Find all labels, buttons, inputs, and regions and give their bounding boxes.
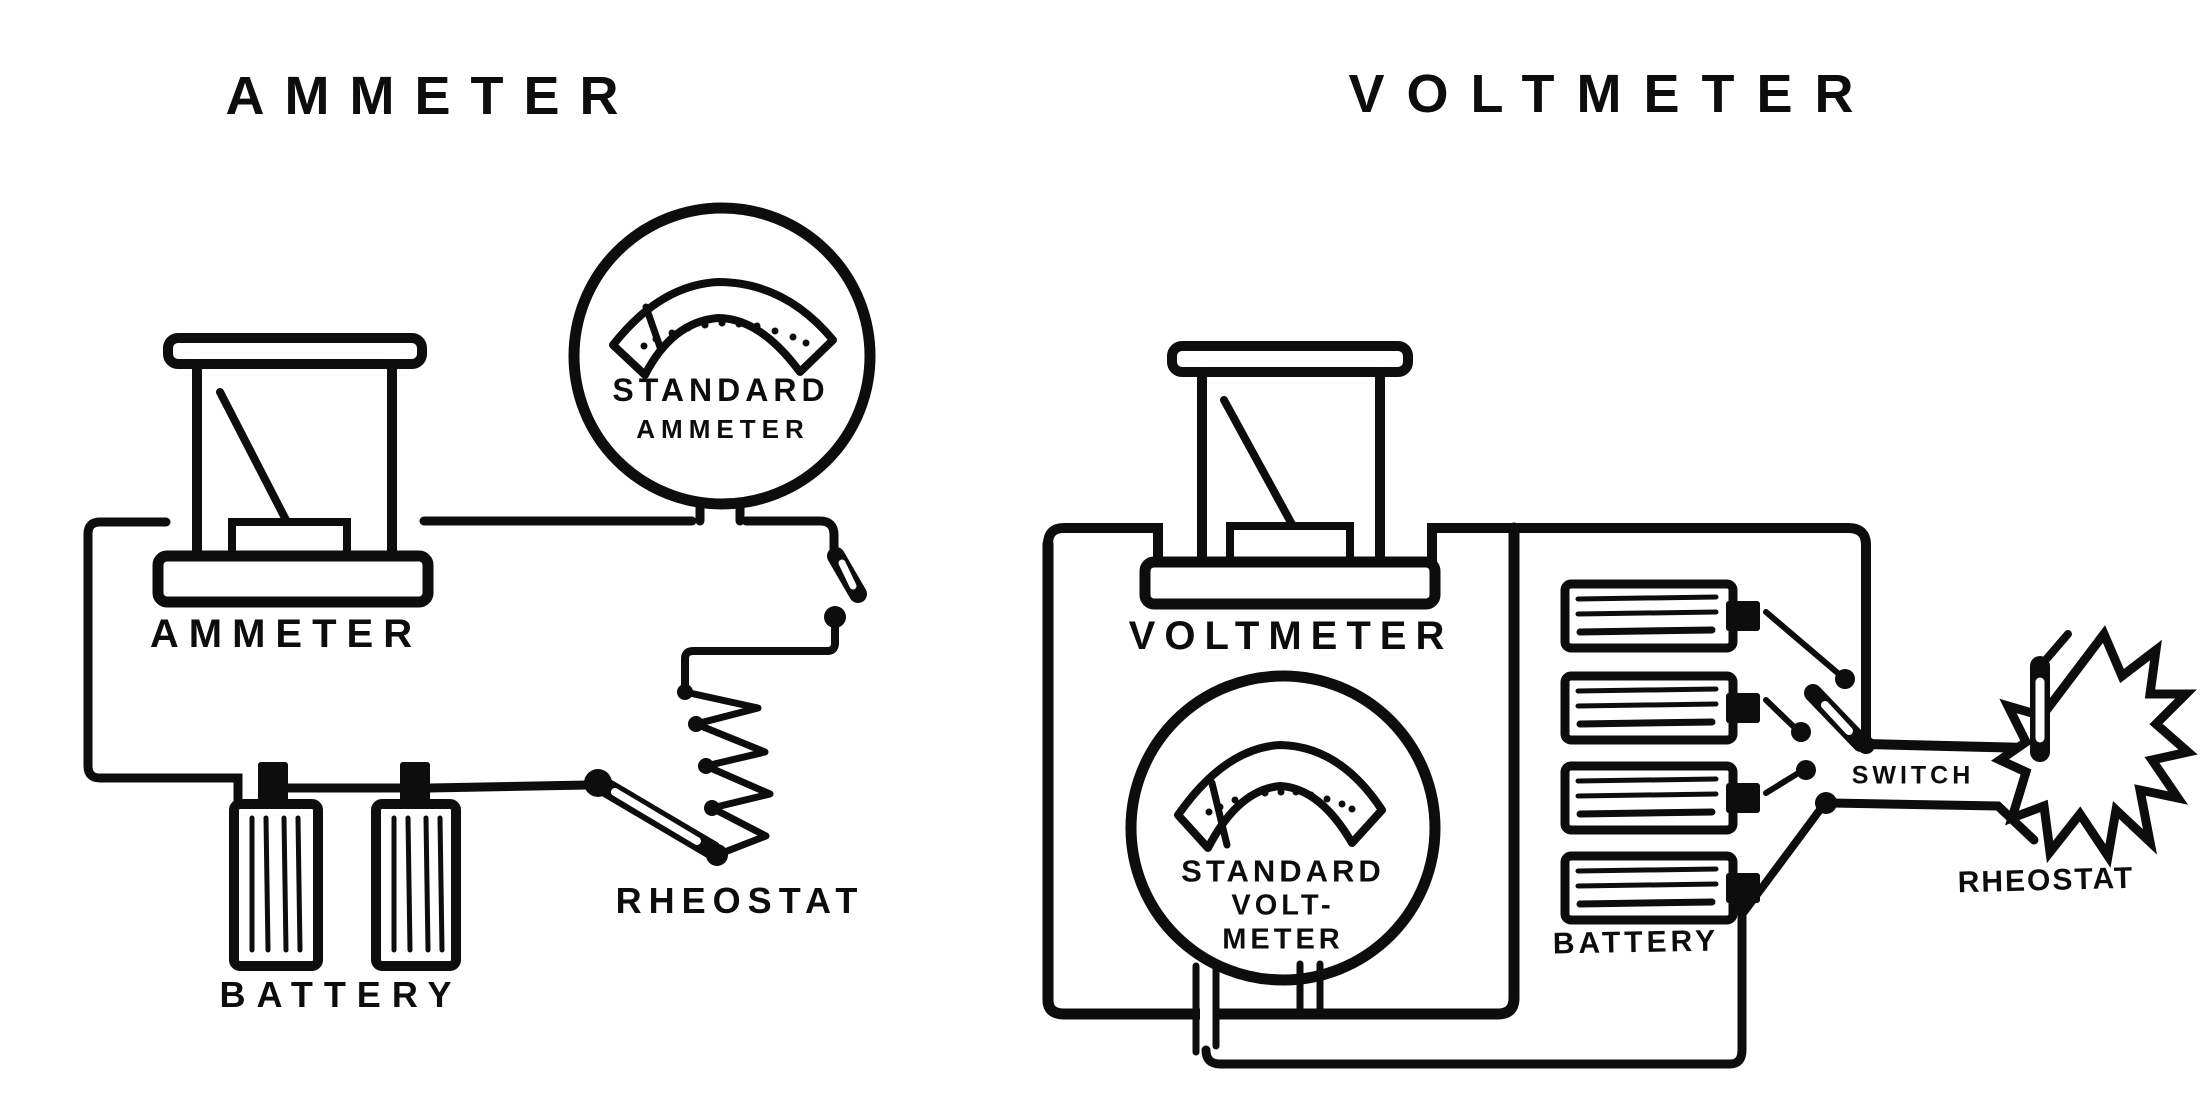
- voltmeter-loop-wire: [1042, 522, 1520, 1020]
- tap-wire-cell4: [1740, 803, 1826, 916]
- wire-battery-to-arm: [425, 780, 593, 793]
- gauge-needle: [1208, 779, 1231, 849]
- standard-ammeter-label-line1: STANDARD: [612, 372, 830, 408]
- left-rheostat-label: RHEOSTAT: [615, 880, 865, 921]
- blade-contact-dot: [824, 606, 846, 628]
- ammeter-device-label: AMMETER: [149, 612, 423, 656]
- voltmeter-circuit: [1042, 341, 2198, 1069]
- battery-terminal-block: [1726, 601, 1760, 631]
- voltmeter-top-plate: [1167, 341, 1413, 377]
- tap-wire-cell1: [1763, 609, 1843, 678]
- gauge-terminal-left: [1192, 962, 1220, 1056]
- left-rheostat: [584, 684, 774, 866]
- right-battery-label: BATTERY: [1552, 924, 1720, 961]
- ammeter-top-plate: [163, 333, 427, 369]
- battery-cell-row: [1560, 579, 1760, 653]
- switch-label: SWITCH: [1851, 761, 1975, 790]
- battery-cell-stripes: [391, 815, 445, 953]
- rheostat-arm-pivot-dot: [584, 769, 612, 797]
- ammeter-needle: [216, 388, 290, 524]
- loop-top-left-wire: [1043, 523, 1163, 567]
- gauge-scale-dots: [1205, 788, 1356, 816]
- standard-voltmeter-label-line2: VOLT-: [1231, 889, 1335, 922]
- standard-ammeter-gauge: [568, 202, 876, 526]
- tap-wire-cell3: [1763, 769, 1803, 796]
- loop-top-right-wire-to-switch: [1427, 523, 1871, 747]
- gauge-body: [568, 202, 876, 510]
- left-battery: [229, 762, 461, 971]
- gauge-scale-dots: [640, 319, 810, 350]
- ammeter-circuit-wires: [83, 516, 839, 805]
- voltmeter-device-label: VOLTMETER: [1128, 614, 1454, 658]
- switch-blade-core: [1821, 701, 1853, 735]
- ammeter-circuit-title: AMMETER: [225, 66, 639, 126]
- wire-gauge-to-battery-bottom: [1201, 898, 1747, 1069]
- voltmeter-needle: [1220, 396, 1298, 532]
- battery-cell-row: [1560, 851, 1760, 925]
- rheostat-starburst: [1990, 625, 2198, 868]
- left-battery-label: BATTERY: [219, 974, 463, 1015]
- battery-terminal-cap: [400, 762, 430, 806]
- gauge-needle: [642, 303, 664, 351]
- wire-ammeter-to-battery: [83, 517, 243, 805]
- wire-switch-to-rheostat: [1861, 739, 2035, 753]
- voltmeter-base: [1139, 556, 1441, 610]
- tap-wire-cell2: [1763, 697, 1798, 731]
- wire-contact-to-rheostat-bottom: [1827, 798, 2039, 845]
- left-switch-blade: [824, 547, 867, 628]
- terminal-mask: [1200, 970, 1213, 1056]
- ammeter-device: [152, 333, 434, 608]
- rheostat-arm-tip-wire: [2039, 630, 2072, 667]
- battery-cell-row: [1560, 671, 1760, 745]
- rheostat-arm-core: [611, 788, 701, 845]
- right-battery: [1560, 579, 1760, 925]
- standard-ammeter-label-line2: AMMETER: [636, 414, 810, 444]
- gauge-terminal-right: [1296, 960, 1324, 1016]
- battery-terminal-block: [1726, 693, 1760, 723]
- right-rheostat: [1990, 625, 2198, 868]
- right-rheostat-label: RHEOSTAT: [1957, 861, 2135, 900]
- voltmeter-device: [1139, 341, 1441, 610]
- ammeter-circuit: [83, 202, 876, 971]
- standard-voltmeter-label-line3: METER: [1222, 923, 1344, 956]
- blade-core: [838, 559, 857, 590]
- wire-gauge-to-switchblade: [741, 516, 839, 555]
- gauge-body: [1125, 670, 1441, 986]
- ammeter-base: [152, 550, 434, 608]
- battery-terminal-cap: [258, 762, 288, 806]
- wire-blade-to-coil: [681, 613, 839, 696]
- battery-cell-stripes: [249, 815, 303, 953]
- standard-voltmeter-gauge: [1125, 670, 1441, 986]
- voltmeter-circuit-title: VOLTMETER: [1348, 64, 1876, 124]
- standard-voltmeter-label-line1: STANDARD: [1181, 853, 1385, 889]
- battery-cell-row: [1560, 761, 1760, 835]
- battery-cell: [229, 799, 323, 971]
- battery-terminal-block: [1726, 783, 1760, 813]
